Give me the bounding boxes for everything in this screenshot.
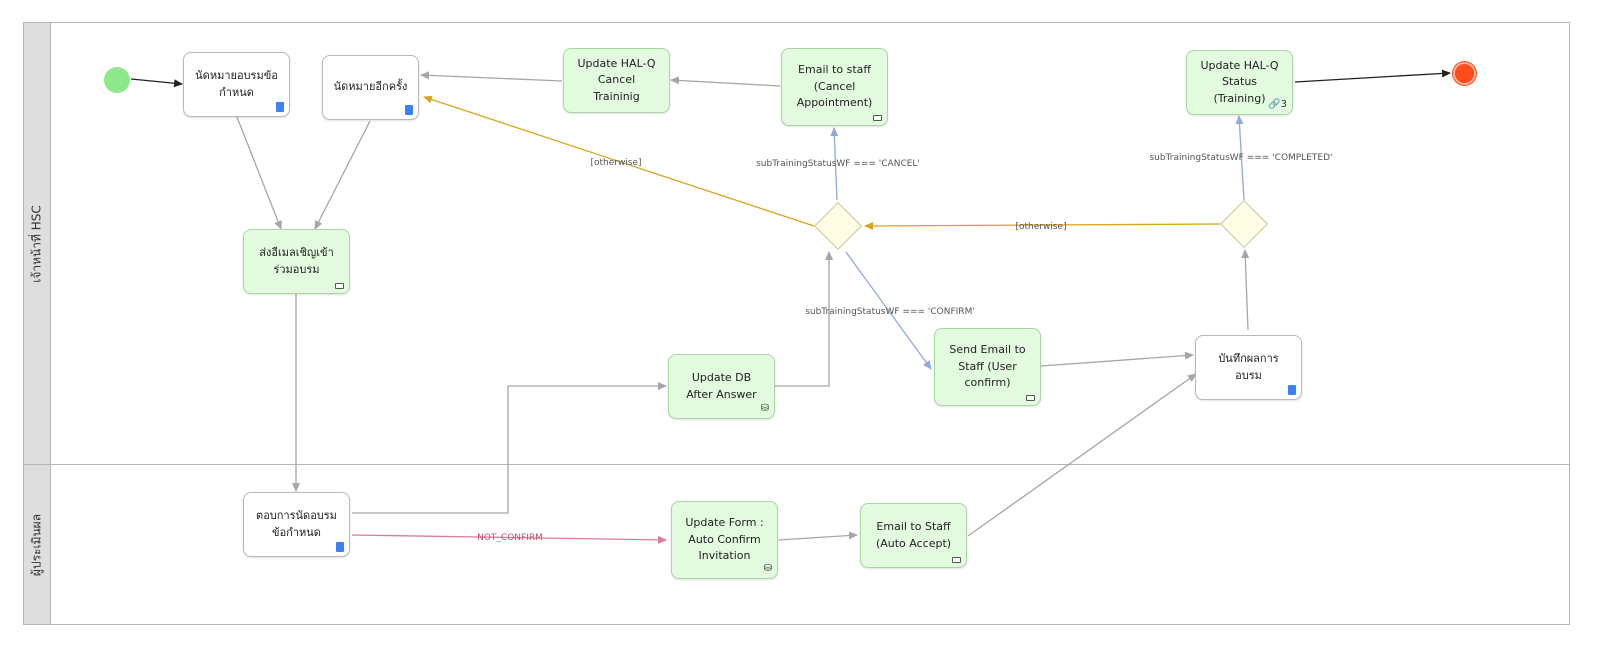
- task-send-invitation-email[interactable]: ส่งอีเมลเชิญเข้า ร่วมอบรม: [243, 229, 350, 294]
- task-label: Update Form : Auto Confirm Invitation: [685, 516, 764, 563]
- document-icon: [276, 102, 284, 112]
- task-label: Update HAL-Q Cancel Traininig: [577, 56, 656, 103]
- document-icon: [336, 542, 344, 552]
- task-label: Email to staff (Cancel Appointment): [796, 63, 873, 110]
- flow-t10-to-t7[interactable]: [352, 382, 667, 514]
- task-label: ส่งอีเมลเชิญเข้า ร่วมอบรม: [259, 246, 334, 276]
- edge-label-confirm: subTrainingStatusWF === 'CONFIRM': [805, 307, 975, 317]
- link-icon: 🔗3: [1268, 99, 1287, 110]
- flow-gw1-to-t8[interactable]: [845, 251, 932, 370]
- flow-t7-to-gw1[interactable]: [774, 251, 833, 387]
- flow-t9-to-gw2[interactable]: [1241, 249, 1250, 331]
- flow-t2-to-t6[interactable]: [314, 120, 371, 230]
- lane-header-evaluator[interactable]: ผู้ประเมินผล: [23, 464, 51, 625]
- edge-label-otherwise-2: [otherwise]: [1015, 222, 1067, 232]
- flow-t11-to-t12[interactable]: [778, 531, 858, 541]
- document-icon: [1288, 385, 1296, 395]
- edge-label-cancel: subTrainingStatusWF === 'CANCEL': [756, 159, 920, 169]
- task-label: Update DB After Answer: [686, 371, 757, 401]
- task-update-halq-status[interactable]: Update HAL-Q Status (Training) 🔗3: [1186, 50, 1293, 115]
- task-update-db-after-answer[interactable]: Update DB After Answer ⛁: [668, 354, 775, 419]
- mail-icon: [335, 283, 344, 289]
- task-label: บันทึกผลการ อบรม: [1218, 352, 1279, 382]
- edge-label-otherwise-1: [otherwise]: [590, 158, 642, 168]
- task-label: นัดหมายอบรมข้อ กำหนด: [195, 69, 278, 99]
- task-appointment-training[interactable]: นัดหมายอบรมข้อ กำหนด: [183, 52, 290, 117]
- database-icon: ⛁: [763, 563, 772, 574]
- link-count: 3: [1280, 99, 1287, 110]
- task-update-halq-cancel[interactable]: Update HAL-Q Cancel Traininig: [563, 48, 670, 113]
- task-reschedule[interactable]: นัดหมายอีกครั้ง: [322, 55, 419, 120]
- flow-t3-to-t2[interactable]: [420, 71, 563, 82]
- task-label: Send Email to Staff (User confirm): [949, 343, 1026, 390]
- flow-t4-to-t3[interactable]: [670, 76, 781, 87]
- start-event[interactable]: [104, 67, 130, 93]
- lane-header-hsc-staff[interactable]: เจ้าหน้าที่ HSC: [23, 22, 51, 465]
- flow-gw1-to-t4[interactable]: [830, 127, 839, 201]
- mail-icon: [952, 557, 961, 563]
- flow-gw2-to-t5[interactable]: [1235, 115, 1245, 201]
- task-update-form-auto-confirm[interactable]: Update Form : Auto Confirm Invitation ⛁: [671, 501, 778, 579]
- flow-t12-to-t9[interactable]: [967, 373, 1197, 537]
- task-label: Email to Staff (Auto Accept): [875, 520, 952, 550]
- task-email-cancel-appointment[interactable]: Email to staff (Cancel Appointment): [781, 48, 888, 126]
- document-icon: [405, 105, 413, 115]
- flow-t5-to-end[interactable]: [1294, 69, 1451, 83]
- end-event[interactable]: [1453, 62, 1476, 85]
- task-reply-appointment[interactable]: ตอบการนัดอบรม ข้อกำหนด: [243, 492, 350, 557]
- flow-start-to-appointment[interactable]: [130, 78, 183, 88]
- flow-t8-to-t9[interactable]: [1040, 351, 1194, 367]
- task-label: นัดหมายอีกครั้ง: [333, 80, 408, 94]
- task-label: ตอบการนัดอบรม ข้อกำหนด: [256, 509, 337, 539]
- database-icon: ⛁: [760, 403, 769, 414]
- flow-t1-to-t6[interactable]: [236, 116, 282, 230]
- flow-gw1-to-t2[interactable]: [423, 95, 815, 227]
- mail-icon: [1026, 395, 1035, 401]
- task-email-auto-accept[interactable]: Email to Staff (Auto Accept): [860, 503, 967, 568]
- mail-icon: [873, 115, 882, 121]
- flow-t10-to-t11[interactable]: [351, 534, 667, 544]
- edge-label-not-confirm: NOT_CONFIRM: [477, 533, 543, 543]
- task-record-training-result[interactable]: บันทึกผลการ อบรม: [1195, 335, 1302, 400]
- task-label: Update HAL-Q Status (Training): [1200, 58, 1279, 105]
- edge-label-completed: subTrainingStatusWF === 'COMPLETED': [1149, 153, 1333, 163]
- flow-gw2-to-gw1[interactable]: [864, 221, 1221, 230]
- task-send-email-user-confirm[interactable]: Send Email to Staff (User confirm): [934, 328, 1041, 406]
